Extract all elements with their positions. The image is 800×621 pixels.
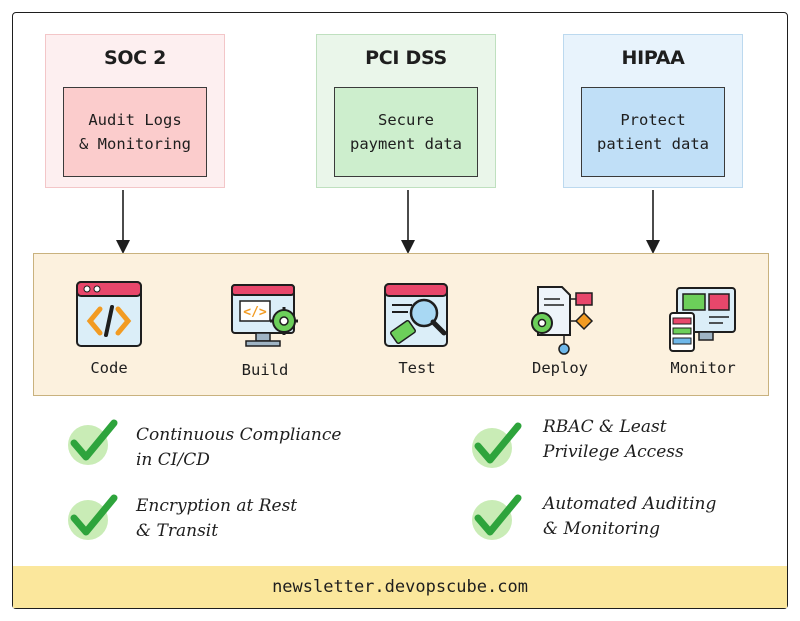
standard-title: SOC 2 bbox=[103, 47, 167, 69]
feature-continuous-compliance: Continuous Compliance in CI/CD bbox=[136, 425, 342, 470]
svg-text:</>: </> bbox=[243, 305, 267, 320]
stage-test: Test bbox=[362, 281, 472, 377]
checkmark-icon bbox=[472, 494, 522, 540]
checkmark-icon bbox=[472, 422, 522, 468]
diagram-frame bbox=[12, 12, 788, 609]
stage-label: Code bbox=[90, 359, 128, 377]
stage-code: Code bbox=[54, 279, 164, 377]
deploy-flowchart-icon bbox=[531, 286, 594, 355]
stage-label: Test bbox=[398, 359, 436, 377]
standard-hipaa: HIPAA Protect patient data bbox=[563, 34, 743, 188]
standard-soc2: SOC 2 Audit Logs & Monitoring bbox=[45, 34, 225, 188]
stage-label: Deploy bbox=[532, 359, 588, 377]
standard-detail: Audit Logs & Monitoring bbox=[63, 87, 207, 177]
feature-rbac: RBAC & Least Privilege Access bbox=[543, 417, 684, 462]
standard-detail: Secure payment data bbox=[334, 87, 478, 177]
build-monitor-gear-icon: </> bbox=[231, 284, 298, 347]
stage-label: Build bbox=[241, 361, 289, 379]
stage-label: Monitor bbox=[670, 359, 736, 377]
feature-encryption: Encryption at Rest & Transit bbox=[136, 496, 298, 541]
monitor-dashboard-icon bbox=[669, 287, 736, 352]
footer-banner: newsletter.devopscube.com bbox=[13, 566, 787, 608]
stage-build: </> Build bbox=[210, 281, 320, 379]
standard-title: HIPAA bbox=[621, 47, 685, 69]
standard-title: PCI DSS bbox=[365, 47, 447, 69]
feature-automated-auditing: Automated Auditing & Monitoring bbox=[543, 494, 717, 539]
code-window-icon bbox=[76, 281, 142, 347]
test-magnifier-icon bbox=[384, 283, 448, 347]
stage-deploy: Deploy bbox=[505, 283, 615, 377]
standard-detail: Protect patient data bbox=[581, 87, 725, 177]
footer-url: newsletter.devopscube.com bbox=[272, 577, 528, 597]
standard-pci-dss: PCI DSS Secure payment data bbox=[316, 34, 496, 188]
checkmark-icon bbox=[68, 494, 118, 540]
checkmark-icon bbox=[68, 419, 118, 465]
stage-monitor: Monitor bbox=[648, 285, 758, 377]
